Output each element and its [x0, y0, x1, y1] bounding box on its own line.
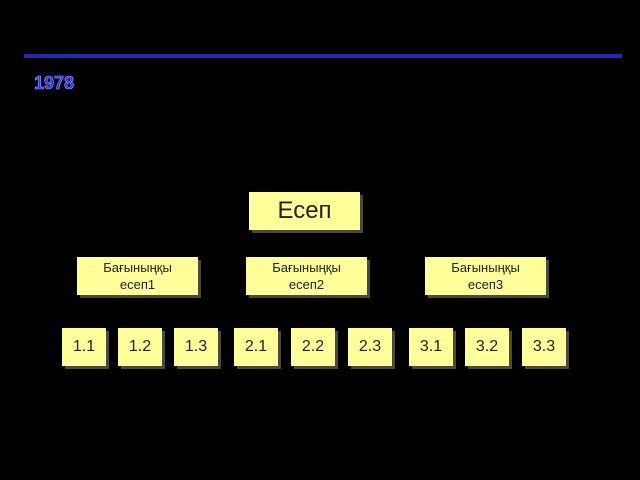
- subtask-2-line1: Бағыныңқы: [272, 260, 341, 275]
- subtask-node-2: Бағыныңқы есеп2: [246, 257, 367, 295]
- leaf-node-3-3: 3.3: [522, 328, 566, 366]
- header-divider: [24, 54, 622, 58]
- leaf-node-1-2: 1.2: [118, 328, 162, 366]
- year-label: 1978: [34, 73, 75, 94]
- leaf-node-2-3: 2.3: [348, 328, 392, 366]
- leaf-node-1-3: 1.3: [174, 328, 218, 366]
- leaf-node-2-1: 2.1: [234, 328, 278, 366]
- subtask-node-1: Бағыныңқы есеп1: [77, 257, 198, 295]
- subtask-3-line2: есеп3: [467, 277, 504, 292]
- subtask-1-line1: Бағыныңқы: [103, 260, 172, 275]
- subtask-1-line2: есеп1: [119, 277, 156, 292]
- subtask-3-line1: Бағыныңқы: [451, 260, 520, 275]
- subtask-node-3: Бағыныңқы есеп3: [425, 257, 546, 295]
- leaf-node-3-1: 3.1: [409, 328, 453, 366]
- leaf-node-2-2: 2.2: [291, 328, 335, 366]
- root-task-node: Есеп: [249, 192, 360, 230]
- subtask-2-line2: есеп2: [288, 277, 325, 292]
- leaf-node-1-1: 1.1: [62, 328, 106, 366]
- leaf-node-3-2: 3.2: [465, 328, 509, 366]
